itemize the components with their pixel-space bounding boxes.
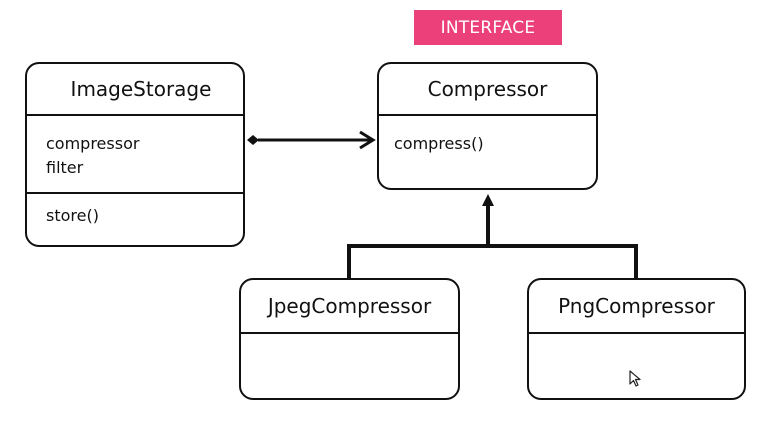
field-filter: filter — [46, 158, 84, 177]
method-compress: compress() — [394, 134, 484, 153]
inheritance-arrowhead — [482, 194, 494, 206]
class-name: PngCompressor — [558, 294, 715, 318]
body-section — [241, 332, 458, 334]
class-png-compressor[interactable]: PngCompressor — [527, 278, 746, 400]
method-store: store() — [46, 206, 99, 225]
class-name: JpegCompressor — [267, 294, 432, 318]
interface-stereotype-label: INTERFACE — [414, 10, 562, 45]
class-compressor[interactable]: Compressor compress() — [377, 62, 598, 190]
inheritance-branch-png — [488, 244, 638, 278]
class-jpeg-compressor[interactable]: JpegCompressor — [239, 278, 460, 400]
inheritance-branch-jpeg — [347, 244, 488, 278]
composition-arrowhead — [359, 130, 376, 150]
composition-diamond — [247, 135, 259, 145]
class-name: Compressor — [427, 77, 548, 101]
mouse-pointer-icon — [629, 370, 641, 387]
class-name: ImageStorage — [70, 77, 212, 101]
body-section — [529, 332, 744, 334]
fields-section: compressor filter — [27, 114, 243, 192]
class-image-storage[interactable]: ImageStorage compressor filter store() — [25, 62, 245, 247]
methods-section: store() — [27, 192, 243, 228]
field-compressor: compressor — [46, 134, 140, 153]
methods-section: compress() — [379, 114, 596, 156]
